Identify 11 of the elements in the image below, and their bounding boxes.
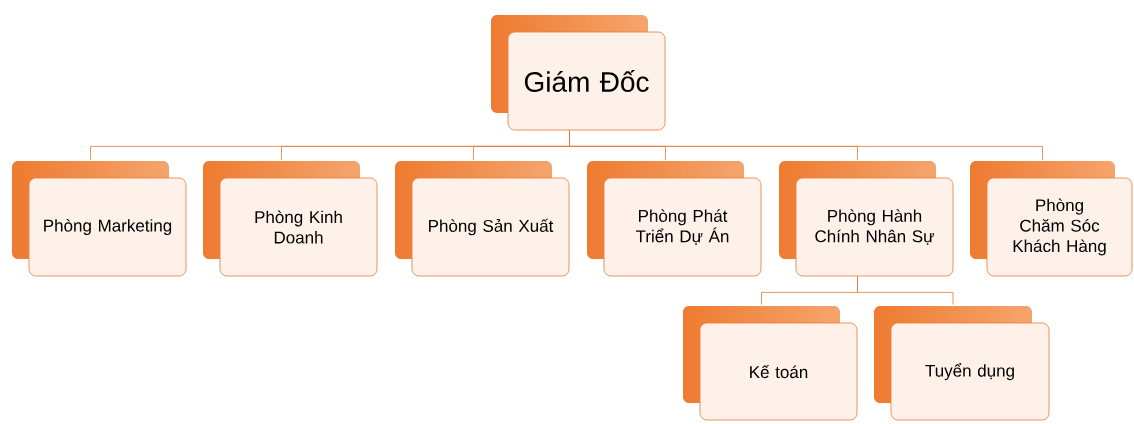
org-box: Phòng Marketing	[28, 177, 187, 277]
org-box: Kế toán	[699, 322, 858, 421]
org-box: Phòng Chăm Sóc Khách Hàng	[986, 177, 1133, 277]
org-box: Tuyển dụng	[890, 322, 1050, 421]
org-box: Phòng Kinh Doanh	[219, 177, 378, 277]
org-box: Phòng Sản Xuất	[411, 177, 570, 277]
org-box: Phòng Phát Triển Dự Án	[603, 177, 762, 277]
org-box: Phòng Hành Chính Nhân Sự	[795, 177, 954, 277]
connector-line	[857, 276, 954, 305]
connector-line	[569, 130, 1043, 160]
org-box: Giám Đốc	[507, 31, 666, 131]
